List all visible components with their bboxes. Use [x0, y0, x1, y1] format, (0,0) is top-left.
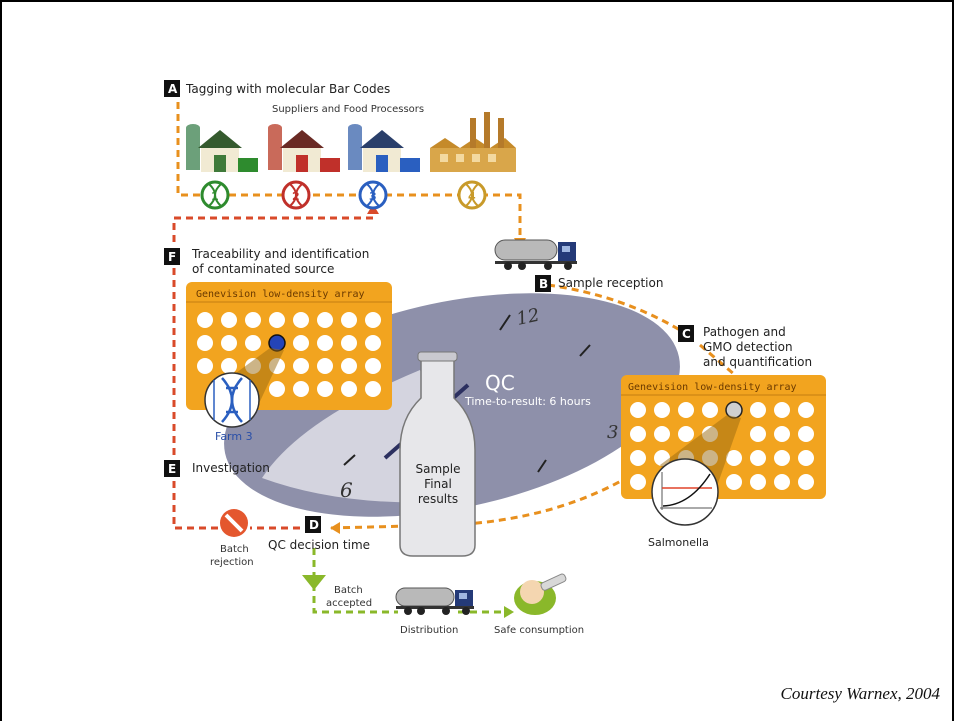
baby-bottle-icon [514, 573, 567, 615]
milk-bottle-icon: Sample Final results [399, 351, 476, 557]
batch-accepted-line: accepted [326, 598, 372, 609]
salmonella-label: Salmonella [648, 536, 709, 549]
step-e-label: Investigation [192, 461, 270, 475]
batch-accepted-line: Batch [334, 585, 363, 596]
farm-1-icon [186, 124, 258, 172]
barcode-marker: 3 [358, 180, 388, 210]
step-a-badge: A [168, 82, 178, 96]
barcode-number: 4 [468, 190, 476, 203]
bottle-text-line: Final [424, 477, 452, 491]
left-array: Genevision low-density array Farm 3 [186, 282, 392, 443]
distribution-truck-icon [395, 587, 474, 615]
barcode-marker: 1 [200, 180, 230, 210]
clock-three: 3 [607, 422, 618, 443]
left-array-wells [197, 312, 381, 397]
step-f: F Traceability and identification of con… [164, 247, 369, 276]
bottle-text-line: results [418, 492, 458, 506]
growth-curve-icon [660, 472, 712, 510]
safe-consumption-label: Safe consumption [494, 625, 584, 636]
barcode-number: 2 [292, 190, 300, 203]
step-e-badge: E [168, 462, 176, 476]
distribution-label: Distribution [400, 625, 458, 636]
batch-rejection: Batch rejection [210, 509, 254, 568]
step-e: E Investigation [164, 460, 270, 477]
step-f-line: of contaminated source [192, 262, 334, 276]
step-b-badge: B [539, 277, 548, 291]
step-d-badge: D [309, 518, 319, 532]
barcode-marker: 4 [457, 180, 487, 210]
batch-accepted: Batch accepted [326, 585, 372, 609]
right-array-title: Genevision low-density array [628, 382, 797, 393]
barcode-number: 3 [369, 190, 377, 203]
process-paths [172, 102, 736, 614]
clock-six: 6 [340, 478, 353, 502]
step-b: B Sample reception [535, 275, 663, 292]
step-c-badge: C [682, 327, 691, 341]
qc-title: QC [485, 371, 515, 395]
step-a-label: Tagging with molecular Bar Codes [185, 82, 390, 96]
step-c-line: GMO detection [703, 340, 793, 354]
barcode-marker: 2 [281, 180, 311, 210]
step-f-line: Traceability and identification [191, 247, 369, 261]
suppliers-label: Suppliers and Food Processors [272, 104, 424, 115]
right-array: Genevision low-density array Salmonella [621, 375, 826, 549]
qc-subtitle: Time-to-result: 6 hours [464, 395, 591, 408]
step-c-line: and quantification [703, 355, 812, 369]
step-d: D QC decision time [268, 516, 370, 552]
farm-3-label: Farm 3 [215, 430, 253, 443]
step-f-badge: F [168, 250, 176, 264]
farm-2-icon [268, 124, 340, 172]
step-c: C Pathogen and GMO detection and quantif… [678, 325, 812, 369]
batch-rejection-line: rejection [210, 557, 254, 568]
delivery-truck-icon [494, 239, 577, 270]
step-d-label: QC decision time [268, 538, 370, 552]
credit-text: Courtesy Warnex, 2004 [780, 684, 940, 703]
bottle-text-line: Sample [416, 462, 461, 476]
step-b-label: Sample reception [558, 276, 663, 290]
clock-twelve: 12 [515, 305, 542, 330]
dna-icon [213, 377, 251, 423]
step-a: A Tagging with molecular Bar Codes Suppl… [164, 80, 424, 115]
farm-3-icon [348, 124, 420, 172]
step-c-line: Pathogen and [703, 325, 786, 339]
barcode-number: 1 [211, 190, 219, 203]
factory-icon [430, 112, 516, 172]
left-array-title: Genevision low-density array [196, 289, 365, 300]
batch-rejection-line: Batch [220, 544, 249, 555]
